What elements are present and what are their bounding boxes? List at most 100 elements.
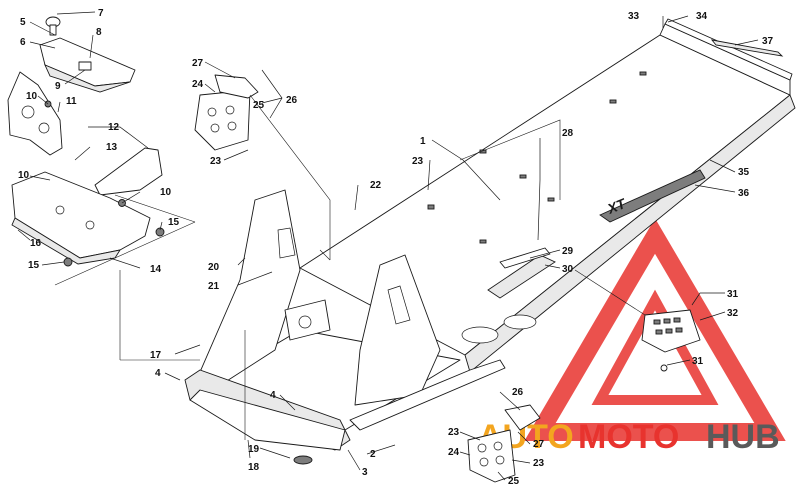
lower-bracket-group — [467, 404, 541, 483]
callout-label: 25 — [508, 476, 520, 487]
callout-label: 22 — [370, 180, 382, 191]
callout-label: 1 — [420, 136, 426, 147]
tunnel-slot — [479, 239, 487, 244]
rear-rail — [664, 18, 793, 81]
callout-label: 23 — [533, 458, 545, 469]
running-board-insert — [499, 247, 551, 269]
frame-cutout — [387, 285, 411, 325]
nut — [155, 227, 165, 237]
tunnel-slot — [427, 204, 435, 210]
chassis-frame — [184, 189, 537, 465]
upper-bracket-group — [194, 74, 259, 151]
callout-label: 24 — [448, 447, 460, 458]
bracket-hole — [207, 107, 217, 117]
right-mount-group — [641, 309, 701, 372]
cover-bracket — [78, 61, 92, 71]
callout-label: 27 — [192, 58, 204, 69]
plug — [293, 455, 313, 465]
callout-label: 34 — [696, 11, 708, 22]
upper-bracket-plate — [194, 89, 251, 151]
bracket-hole — [227, 121, 237, 131]
callout-label: 33 — [628, 11, 640, 22]
bracket-hole — [479, 457, 489, 467]
callout-label: 2 — [370, 449, 376, 460]
decal-text: XT — [604, 195, 629, 217]
callout-label: 4 — [155, 368, 161, 379]
knob-stem — [49, 24, 57, 36]
callout-label: 27 — [533, 439, 545, 450]
callout-label: 15 — [28, 260, 40, 271]
callout-label: 31 — [727, 289, 739, 300]
callout-label: 10 — [160, 187, 172, 198]
callout-label: 10 — [26, 91, 38, 102]
bracket-hole — [477, 443, 487, 453]
callout-label: 21 — [208, 281, 220, 292]
callout-label: 23 — [210, 156, 222, 167]
lower-bracket-tab — [504, 404, 541, 431]
callout-label: 11 — [66, 96, 77, 107]
lower-bracket-plate — [467, 429, 516, 483]
tunnel-slot — [547, 197, 555, 202]
running-board — [487, 254, 556, 299]
mount-holes — [653, 317, 683, 335]
bracket-hole — [21, 105, 35, 119]
bolt-head — [660, 364, 668, 372]
tunnel-slot — [639, 71, 647, 76]
callout-label: 6 — [20, 37, 26, 48]
callout-label: 37 — [762, 36, 774, 47]
watermark: AUTO MOTO HUB — [478, 218, 786, 456]
callout-label: 7 — [98, 8, 104, 19]
callout-label: 29 — [562, 246, 574, 257]
leader-lines — [17, 11, 759, 481]
frame-hole — [85, 220, 95, 230]
callout-label: 20 — [208, 262, 220, 273]
callout-label: 15 — [168, 217, 180, 228]
callout-label: 30 — [562, 264, 574, 275]
callout-label: 24 — [192, 79, 204, 90]
callout-label: 32 — [727, 308, 739, 319]
frame-cutout — [461, 326, 499, 344]
callout-label: 8 — [96, 27, 102, 38]
support-bracket — [94, 147, 163, 196]
steering-hole — [298, 315, 312, 329]
side-decal-stripe — [599, 169, 706, 223]
frame-cutout — [503, 314, 537, 330]
callout-label: 14 — [150, 264, 162, 275]
callout-label: 9 — [55, 81, 61, 92]
watermark-text-hub: HUB — [706, 418, 780, 456]
left-bulkhead — [189, 189, 301, 396]
cover-plate-shadow — [44, 64, 131, 93]
callout-label: 4 — [270, 390, 276, 401]
nut — [63, 257, 73, 267]
callout-label: 35 — [738, 167, 750, 178]
callout-label: 5 — [20, 17, 26, 28]
bracket-hole — [225, 105, 235, 115]
callout-label: 10 — [18, 170, 30, 181]
callout-label: 28 — [562, 128, 574, 139]
rear-strip — [710, 39, 784, 57]
callout-label: 26 — [512, 387, 524, 398]
left-bracket — [7, 71, 63, 156]
tunnel-slot — [609, 99, 617, 104]
callout-label: 23 — [448, 427, 460, 438]
tunnel-slot — [479, 149, 487, 154]
callout-label: 13 — [106, 142, 118, 153]
front-cover-group — [7, 16, 165, 267]
callout-label: 25 — [253, 100, 265, 111]
frame-cutout — [277, 227, 296, 259]
belly-pan — [189, 389, 346, 451]
frame-hole — [55, 205, 65, 215]
callout-label: 26 — [286, 95, 298, 106]
callout-label: 18 — [248, 462, 260, 473]
bracket-hole — [495, 455, 505, 465]
callout-label: 31 — [692, 356, 704, 367]
tunnel-assembly: XT — [299, 18, 796, 373]
watermark-text-moto: MOTO — [578, 418, 679, 456]
callout-label: 17 — [150, 350, 162, 361]
bracket-hole — [493, 441, 503, 451]
callout-labels: 7 5 8 6 9 10 11 12 13 10 10 15 16 15 14 … — [18, 8, 774, 487]
bracket-hole — [210, 123, 220, 133]
tunnel-slot — [519, 174, 527, 179]
callout-label: 23 — [412, 156, 424, 167]
